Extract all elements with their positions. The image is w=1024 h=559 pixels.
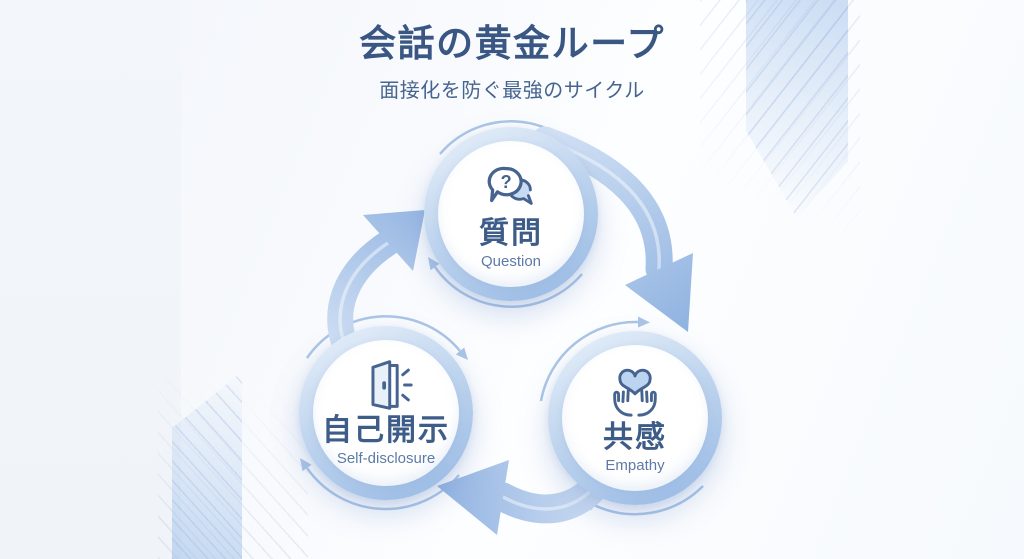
cycle-node-self-disclosure: 自己開示 Self-disclosure: [299, 326, 473, 500]
node-label-ja: 質問: [479, 217, 543, 250]
page-title: 会話の黄金ループ: [359, 23, 665, 64]
node-label-ja: 共感: [603, 421, 667, 454]
svg-text:?: ?: [501, 171, 512, 192]
page-subtitle: 面接化を防ぐ最強のサイクル: [379, 79, 645, 102]
header: 会話の黄金ループ 面接化を防ぐ最強のサイクル: [0, 23, 1024, 103]
background-left-tint: [0, 0, 181, 559]
node-label-en: Question: [480, 252, 542, 270]
node-label-en: Empathy: [605, 456, 665, 474]
cycle-node-question: ? 質問 Question: [424, 127, 598, 301]
node-label-ja: 自己開示: [322, 414, 450, 447]
open-door-icon: [371, 360, 413, 410]
node-label-en: Self-disclosure: [336, 449, 436, 467]
hands-holding-heart-icon: [613, 368, 657, 417]
cycle-node-empathy: 共感 Empathy: [548, 331, 722, 505]
question-speech-bubble-icon: ?: [487, 166, 533, 205]
